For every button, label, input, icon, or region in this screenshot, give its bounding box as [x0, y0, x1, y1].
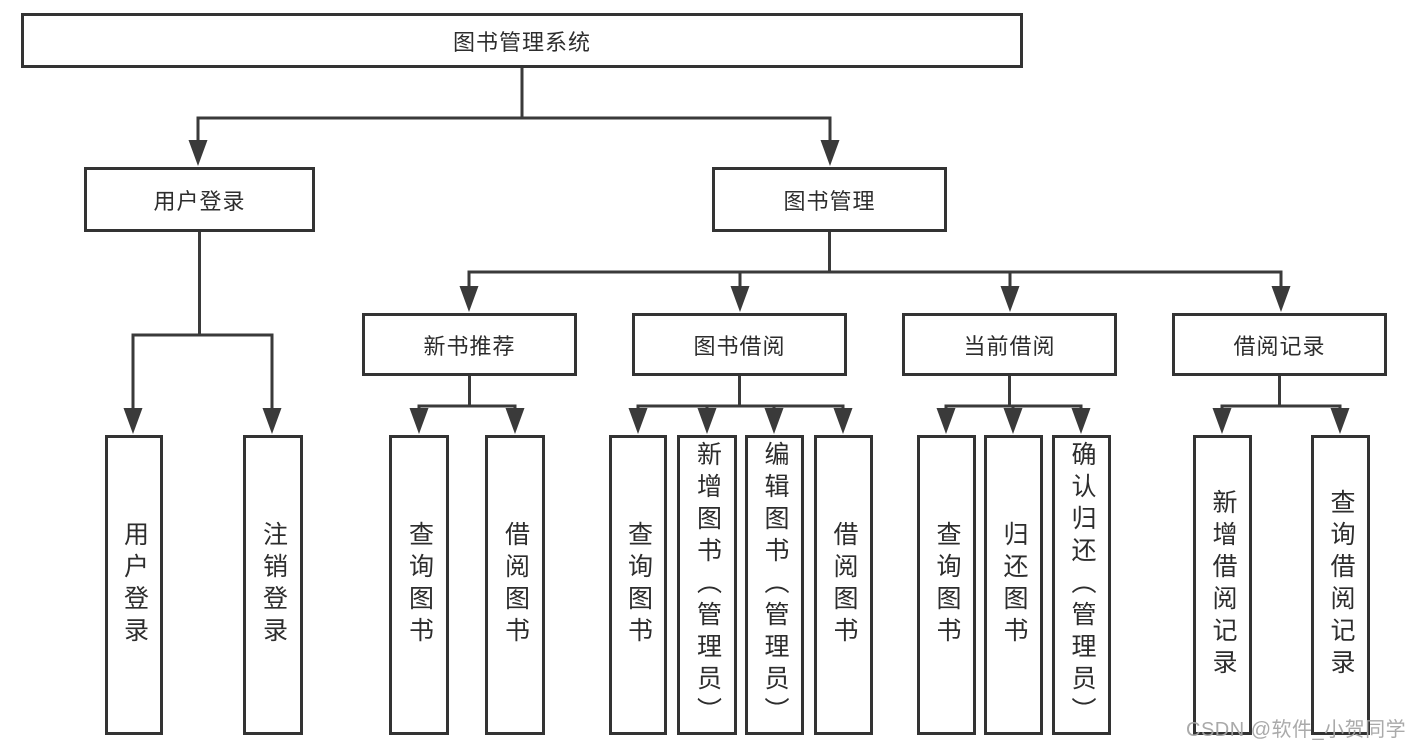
- leaf-query-books-current: 查询图书: [917, 435, 976, 735]
- leaf-label: 注销登录: [259, 521, 288, 649]
- leaf-user-login: 用户登录: [105, 435, 163, 735]
- edge-book-borrowing-to-leaves: [628, 376, 853, 434]
- leaf-query-borrow-record: 查询借阅记录: [1311, 435, 1370, 735]
- leaf-label: 新增图书（管理员）: [693, 441, 722, 729]
- node-label: 用户登录: [153, 188, 246, 214]
- leaf-return-books: 归还图书: [984, 435, 1043, 735]
- node-new-book-recommendation: 新书推荐: [362, 313, 577, 376]
- node-label: 图书管理系统: [452, 29, 591, 55]
- leaf-label: 新增借阅记录: [1209, 489, 1237, 681]
- edge-book-management-to-level3: [459, 232, 1291, 312]
- csdn-watermark: CSDN @软件_小贺同学: [1186, 719, 1405, 741]
- leaf-label: 用户登录: [120, 521, 149, 649]
- leaf-label: 确认归还（管理员）: [1068, 441, 1096, 729]
- edge-borrowing-records-to-leaves: [1212, 376, 1350, 434]
- node-borrowing-records: 借阅记录: [1172, 313, 1387, 376]
- node-book-management: 图书管理: [712, 167, 947, 232]
- leaf-borrow-books-recommend: 借阅图书: [485, 435, 545, 735]
- leaf-label: 借阅图书: [501, 521, 530, 649]
- node-library-management-system: 图书管理系统: [21, 13, 1023, 68]
- node-current-borrowing: 当前借阅: [902, 313, 1117, 376]
- leaf-add-books-admin: 新增图书（管理员）: [677, 435, 737, 735]
- leaf-logout: 注销登录: [243, 435, 303, 735]
- edge-new-book-recommendation-to-leaves: [409, 376, 525, 434]
- leaf-query-books-borrowing: 查询图书: [609, 435, 667, 735]
- node-user-login: 用户登录: [84, 167, 315, 232]
- node-label: 图书借阅: [693, 333, 786, 359]
- leaf-label: 归还图书: [1000, 521, 1028, 649]
- leaf-borrow-books: 借阅图书: [814, 435, 873, 735]
- leaf-label: 查询借阅记录: [1327, 489, 1355, 681]
- leaf-label: 查询图书: [405, 521, 434, 649]
- leaf-confirm-return-admin: 确认归还（管理员）: [1052, 435, 1111, 735]
- leaf-add-borrow-record: 新增借阅记录: [1193, 435, 1252, 735]
- leaf-label: 借阅图书: [830, 521, 858, 649]
- node-label: 新书推荐: [423, 333, 516, 359]
- leaf-edit-books-admin: 编辑图书（管理员）: [745, 435, 804, 735]
- edge-root-to-level2: [188, 68, 840, 166]
- node-label: 当前借阅: [963, 333, 1056, 359]
- edge-user-login-to-leaves: [123, 232, 282, 434]
- node-book-borrowing: 图书借阅: [632, 313, 847, 376]
- leaf-label: 查询图书: [624, 521, 653, 649]
- node-label: 图书管理: [783, 188, 876, 214]
- leaf-query-books-recommend: 查询图书: [389, 435, 449, 735]
- leaf-label: 编辑图书（管理员）: [761, 441, 789, 729]
- leaf-label: 查询图书: [933, 521, 961, 649]
- edge-current-borrowing-to-leaves: [936, 376, 1091, 434]
- node-label: 借阅记录: [1233, 333, 1326, 359]
